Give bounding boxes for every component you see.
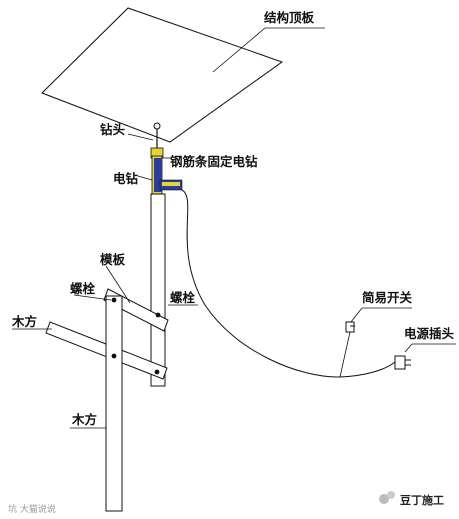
switch-leader [350, 307, 363, 323]
watermark-left: 坑 大猫说说 [8, 503, 56, 515]
formwork-board [150, 193, 166, 387]
drill-bit-tip [153, 122, 161, 130]
timber-post [105, 295, 123, 512]
drill-handle-highlight [162, 182, 180, 186]
drill-bit-leader [127, 133, 154, 141]
timber-bottom-label: 木方 [71, 412, 97, 427]
bolt-left-label: 螺栓 [70, 281, 96, 296]
timber-top-label: 木方 [11, 314, 37, 329]
electric-drill-leader [137, 175, 153, 181]
electric-drill-label: 电钻 [113, 171, 139, 186]
power-plug-label: 电源插头 [404, 326, 455, 341]
simple-switch-label: 简易开关 [362, 290, 413, 305]
rebar-fix-drill-label: 钢筋条固定电钻 [170, 154, 258, 169]
slab-leader-line [212, 27, 266, 73]
switch-wire [339, 331, 351, 378]
brand-logo-icon [379, 491, 395, 504]
bolt-left-dot [111, 297, 117, 303]
ceiling-slab [41, 7, 284, 143]
formwork-leader [105, 265, 131, 304]
formwork-label: 模板 [100, 252, 126, 267]
watermark-right: 豆丁施工 [400, 493, 444, 507]
switch-body [345, 321, 355, 333]
plug-body [394, 355, 406, 370]
bolt-mid-dot [111, 353, 117, 359]
drill-body-blue [154, 158, 162, 192]
drill-bit-label: 钻头 [100, 122, 126, 137]
bolt-left-leader [73, 294, 112, 301]
bolt-right-label: 螺栓 [170, 290, 196, 305]
plug-leader [404, 343, 413, 353]
power-cord [181, 189, 396, 378]
bolt-lower-dot [154, 369, 160, 375]
ceiling-slab-label: 结构顶板 [264, 10, 315, 25]
bolt-right-dot [155, 312, 161, 318]
